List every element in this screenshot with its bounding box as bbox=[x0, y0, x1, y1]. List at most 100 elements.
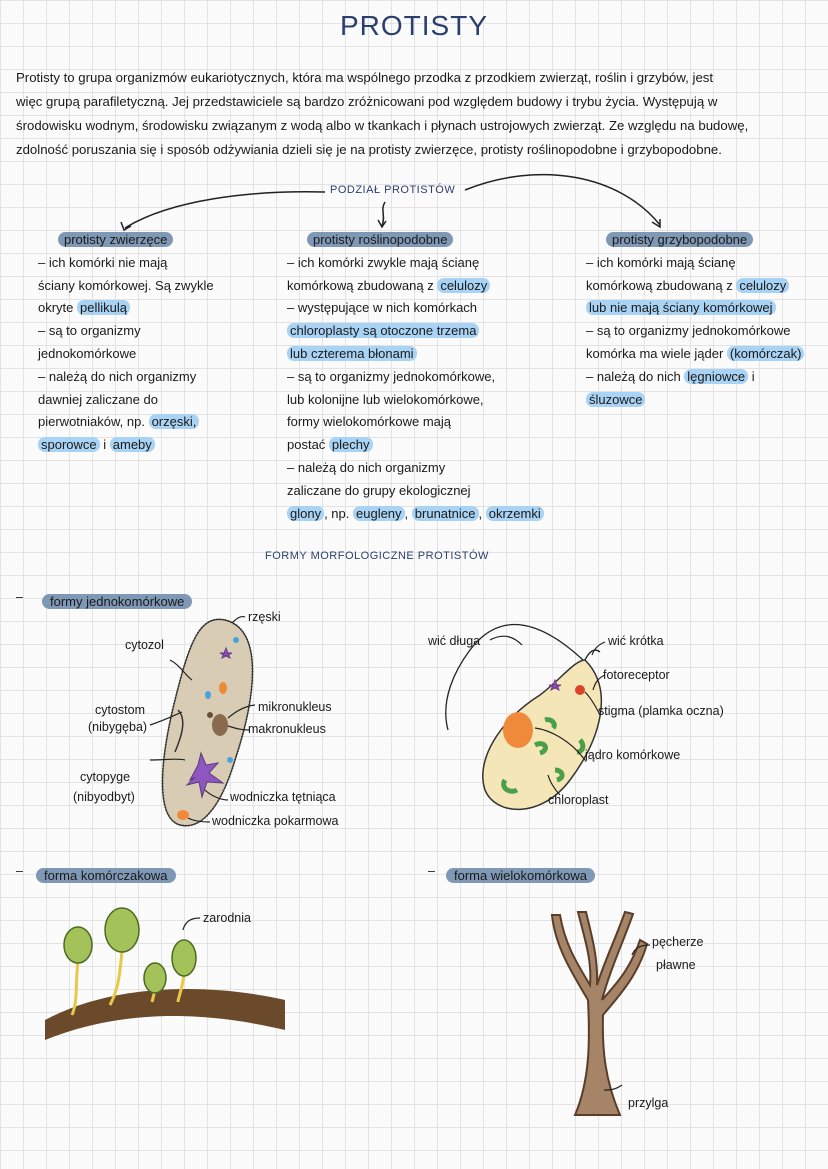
intro-line: zdolność poruszania się i sposób odżywia… bbox=[16, 142, 722, 157]
intro-paragraph: Protisty to grupa organizmów eukariotycz… bbox=[16, 66, 816, 162]
column-header: protisty roślinopodobne bbox=[307, 232, 454, 247]
column-line: chloroplasty są otoczone trzema bbox=[287, 320, 557, 343]
column-line: komórka ma wiele jąder (komórczak) bbox=[586, 343, 828, 366]
text-segment: – należą do nich bbox=[586, 368, 685, 384]
label-wic-dluga: wić długa bbox=[428, 634, 481, 648]
paramecium-pointers bbox=[149, 615, 256, 823]
multicellular-heading: forma wielokomórkowa bbox=[446, 868, 595, 883]
text-segment: , bbox=[404, 505, 412, 521]
intro-line: środowisku wodnym, środowisku związanym … bbox=[16, 118, 749, 133]
label-makronukleus: makronukleus bbox=[248, 722, 326, 736]
label-pecherze: pęcherze bbox=[652, 935, 704, 949]
column-fungus-like: protisty grzybopodobne – ich komórki mają… bbox=[586, 229, 828, 411]
arrow-right-icon bbox=[464, 173, 661, 226]
column-line: śluzowce bbox=[586, 389, 828, 412]
highlighted-term: pellikulą bbox=[77, 300, 130, 316]
coenocytic-illustration bbox=[45, 907, 285, 1040]
column-line: pierwotniaków, np. orzęski, bbox=[38, 411, 278, 434]
text-segment: ściany komórkowej. Są zwykle bbox=[38, 277, 214, 293]
text-segment: i bbox=[748, 368, 755, 384]
text-segment: , bbox=[478, 505, 486, 521]
arrow-left-icon bbox=[124, 191, 326, 229]
column-line: komórkową zbudowaną z celulozy bbox=[287, 275, 557, 298]
highlighted-term: lub nie mają ściany komórkowej bbox=[586, 300, 776, 316]
text-segment: – ich komórki mają ścianę bbox=[586, 254, 736, 270]
column-header: protisty zwierzęce bbox=[58, 232, 174, 247]
label-stigma: stigma (plamka oczna) bbox=[598, 704, 724, 718]
column-line: – ich komórki nie mają bbox=[38, 252, 278, 275]
text-segment: – należą do nich organizmy bbox=[38, 368, 197, 384]
label-przylga: przylga bbox=[628, 1096, 669, 1110]
column-line: dawniej zaliczane do bbox=[38, 389, 278, 412]
column-line: – należą do nich lęgniowce i bbox=[586, 366, 828, 389]
text-segment: i bbox=[99, 437, 110, 453]
column-header: protisty grzybopodobne bbox=[606, 232, 754, 247]
paramecium-illustration bbox=[161, 618, 254, 827]
label-zarodnia: zarodnia bbox=[203, 911, 251, 925]
column-line: – należą do nich organizmy bbox=[287, 457, 557, 480]
text-segment: okryte bbox=[38, 300, 78, 316]
text-segment: , np. bbox=[324, 505, 353, 521]
text-segment: lub kolonijne lub wielokomórkowe, bbox=[287, 391, 484, 407]
text-segment: – należą do nich organizmy bbox=[287, 459, 446, 475]
highlighted-term: eugleny bbox=[353, 505, 405, 521]
page-title: PROTISTY bbox=[339, 10, 488, 41]
text-segment: – są to organizmy bbox=[38, 323, 141, 339]
text-segment: komórkową zbudowaną z bbox=[287, 277, 438, 293]
column-line: komórkową zbudowaną z celulozy bbox=[586, 275, 828, 298]
highlighted-term: orzęski, bbox=[148, 414, 200, 430]
forms-title: FORMY MORFOLOGICZNE PROTISTÓW bbox=[265, 550, 489, 562]
label-cytozol: cytozol bbox=[125, 638, 164, 652]
text-segment: dawniej zaliczane do bbox=[38, 391, 158, 407]
column-line: lub kolonijne lub wielokomórkowe, bbox=[287, 389, 557, 412]
label-cytostom: cytostom bbox=[95, 703, 146, 717]
highlighted-term: lęgniowce bbox=[684, 368, 749, 384]
text-segment: komórka ma wiele jąder bbox=[586, 345, 727, 361]
text-segment: jednokomórkowe bbox=[38, 345, 137, 361]
arrow-center-icon bbox=[381, 201, 386, 227]
division-title: PODZIAŁ PROTISTÓW bbox=[330, 184, 456, 196]
column-line: postać plechy bbox=[287, 434, 557, 457]
column-line: okryte pellikulą bbox=[38, 297, 278, 320]
intro-line: więc grupą parafiletyczną. Jej przedstaw… bbox=[16, 94, 718, 109]
text-segment: formy wielokomórkowe mają bbox=[287, 414, 451, 430]
column-animal-like: protisty zwierzęce – ich komórki nie mają… bbox=[38, 229, 278, 457]
highlighted-term: chloroplasty są otoczone trzema bbox=[287, 323, 480, 339]
division-arrows bbox=[120, 173, 661, 232]
highlighted-term: (komórczak) bbox=[726, 345, 805, 361]
label-wodniczka-pokarmowa: wodniczka pokarmowa bbox=[212, 814, 339, 828]
text-segment: postać bbox=[287, 437, 329, 453]
unicellular-heading: formy jednokomórkowe bbox=[42, 594, 193, 609]
euglena-pointers bbox=[489, 635, 606, 796]
text-segment: – ich komórki zwykle mają ścianę bbox=[287, 254, 480, 270]
highlighted-term: ameby bbox=[109, 437, 155, 453]
label-wic-krotka: wić krótka bbox=[608, 634, 664, 648]
column-line: – są to organizmy bbox=[38, 320, 278, 343]
text-segment: – występujące w nich komórkach bbox=[287, 300, 478, 316]
column-line: – są to organizmy jednokomórkowe, bbox=[287, 366, 557, 389]
column-line: jednokomórkowe bbox=[38, 343, 278, 366]
text-segment: – ich komórki nie mają bbox=[38, 254, 168, 270]
label-chloroplast: chloroplast bbox=[548, 793, 609, 807]
column-line: – występujące w nich komórkach bbox=[287, 297, 557, 320]
highlighted-term: sporowce bbox=[38, 437, 100, 453]
highlighted-term: celulozy bbox=[736, 277, 790, 293]
text-segment: zaliczane do grupy ekologicznej bbox=[287, 482, 471, 498]
column-plant-like: protisty roślinopodobne – ich komórki zwy… bbox=[287, 229, 557, 525]
column-line: – są to organizmy jednokomórkowe bbox=[586, 320, 828, 343]
column-line: – należą do nich organizmy bbox=[38, 366, 278, 389]
text-segment: – są to organizmy jednokomórkowe bbox=[586, 323, 791, 339]
column-line: sporowce i ameby bbox=[38, 434, 278, 457]
highlighted-term: okrzemki bbox=[485, 505, 544, 521]
text-segment: – są to organizmy jednokomórkowe, bbox=[287, 368, 496, 384]
brown-alga-illustration bbox=[550, 910, 651, 1116]
label-cytopyge: cytopyge bbox=[80, 770, 131, 784]
highlighted-term: glony bbox=[287, 505, 325, 521]
highlighted-term: celulozy bbox=[437, 277, 491, 293]
text-segment: pierwotniaków, np. bbox=[38, 414, 149, 430]
text-segment: komórkową zbudowaną z bbox=[586, 277, 737, 293]
column-line: formy wielokomórkowe mają bbox=[287, 411, 557, 434]
label-fotoreceptor: fotoreceptor bbox=[603, 668, 670, 682]
highlighted-term: śluzowce bbox=[586, 391, 646, 407]
